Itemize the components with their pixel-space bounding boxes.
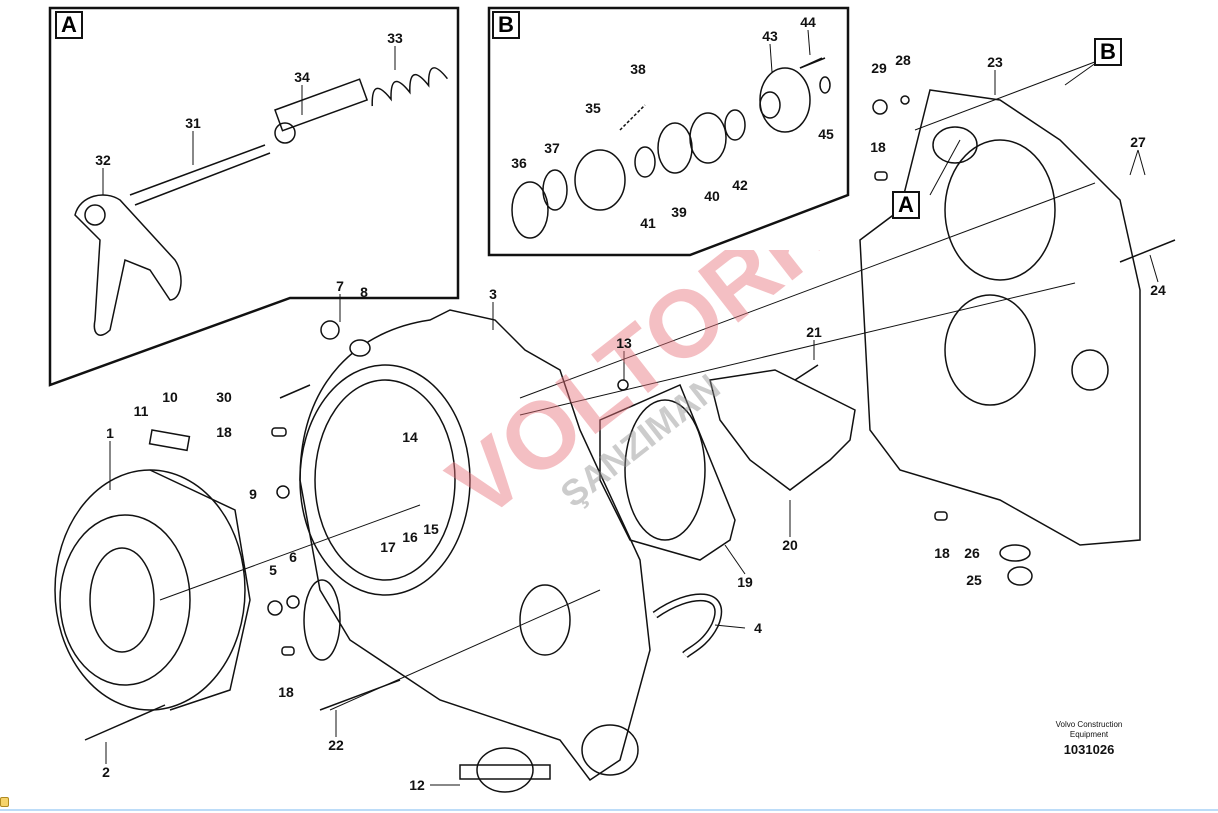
shift-fork: [74, 194, 182, 336]
callout-9[interactable]: 9: [249, 486, 257, 502]
callout-32[interactable]: 32: [95, 152, 111, 168]
callout-43[interactable]: 43: [762, 28, 778, 44]
callout-45[interactable]: 45: [818, 126, 834, 142]
callout-23[interactable]: 23: [987, 54, 1003, 70]
callout-41[interactable]: 41: [640, 215, 656, 231]
callout-1[interactable]: 1: [106, 425, 114, 441]
callout-29[interactable]: 29: [871, 60, 887, 76]
callout-4[interactable]: 4: [754, 620, 762, 636]
callout-37[interactable]: 37: [544, 140, 560, 156]
callout-11[interactable]: 11: [133, 403, 149, 419]
inset-b-frame: [487, 6, 850, 257]
callout-18[interactable]: 18: [278, 684, 294, 700]
main-housing: [299, 309, 651, 782]
callout-33[interactable]: 33: [387, 30, 403, 46]
diagram-number: 1031026: [1063, 742, 1115, 757]
callout-27[interactable]: 27: [1130, 134, 1146, 150]
callout-13[interactable]: 13: [616, 335, 632, 351]
callout-39[interactable]: 39: [671, 204, 687, 220]
callout-21[interactable]: 21: [806, 324, 822, 340]
callout-28[interactable]: 28: [895, 52, 911, 68]
gasket: [599, 384, 736, 561]
callout-20[interactable]: 20: [782, 537, 798, 553]
inset-a-label: A: [55, 11, 83, 39]
spring: [371, 67, 449, 107]
callout-44[interactable]: 44: [800, 14, 816, 30]
leader-lines: [102, 29, 1159, 786]
callout-42[interactable]: 42: [732, 177, 748, 193]
inset-b-label: B: [492, 11, 520, 39]
footer-company-line2: Equipment: [1069, 730, 1109, 739]
callout-25[interactable]: 25: [966, 572, 982, 588]
callout-18[interactable]: 18: [934, 545, 950, 561]
callout-26[interactable]: 26: [964, 545, 980, 561]
callout-10[interactable]: 10: [162, 389, 178, 405]
callout-3[interactable]: 3: [489, 286, 497, 302]
shift-rod: [129, 144, 271, 206]
callout-18[interactable]: 18: [870, 139, 886, 155]
footer-caption: Volvo Construction Equipment 1031026: [1044, 720, 1134, 757]
rubber-mount: [459, 747, 551, 793]
callout-35[interactable]: 35: [585, 100, 601, 116]
hose: [652, 593, 723, 659]
callout-16[interactable]: 16: [402, 529, 418, 545]
footer-company: Volvo Construction: [1055, 720, 1123, 729]
callout-2[interactable]: 2: [102, 764, 110, 780]
callout-38[interactable]: 38: [630, 61, 646, 77]
callout-7[interactable]: 7: [336, 278, 344, 294]
pump-cover: [54, 469, 251, 711]
bottom-border: [0, 809, 1218, 811]
seal-rings: [511, 57, 831, 239]
valve: [274, 78, 369, 144]
callout-14[interactable]: 14: [402, 429, 418, 445]
callout-19[interactable]: 19: [737, 574, 753, 590]
reference-a-label: A: [892, 191, 920, 219]
callout-8[interactable]: 8: [360, 284, 368, 300]
gasket-hole: [624, 399, 706, 541]
callout-6[interactable]: 6: [289, 549, 297, 565]
callout-24[interactable]: 24: [1150, 282, 1166, 298]
callout-22[interactable]: 22: [328, 737, 344, 753]
callout-5[interactable]: 5: [269, 562, 277, 578]
callout-12[interactable]: 12: [409, 777, 425, 793]
callout-17[interactable]: 17: [380, 539, 396, 555]
callout-15[interactable]: 15: [423, 521, 439, 537]
status-icon[interactable]: [0, 797, 9, 807]
callout-30[interactable]: 30: [216, 389, 232, 405]
callout-40[interactable]: 40: [704, 188, 720, 204]
callout-36[interactable]: 36: [511, 155, 527, 171]
callout-31[interactable]: 31: [185, 115, 201, 131]
heat-shield: [709, 369, 856, 491]
reference-b-label: B: [1094, 38, 1122, 66]
small-parts: [148, 95, 1033, 656]
rear-housing: [859, 89, 1141, 546]
callout-18[interactable]: 18: [216, 424, 232, 440]
assembly-lines: [159, 59, 1101, 711]
callout-34[interactable]: 34: [294, 69, 310, 85]
inset-a-frame: [48, 6, 460, 387]
